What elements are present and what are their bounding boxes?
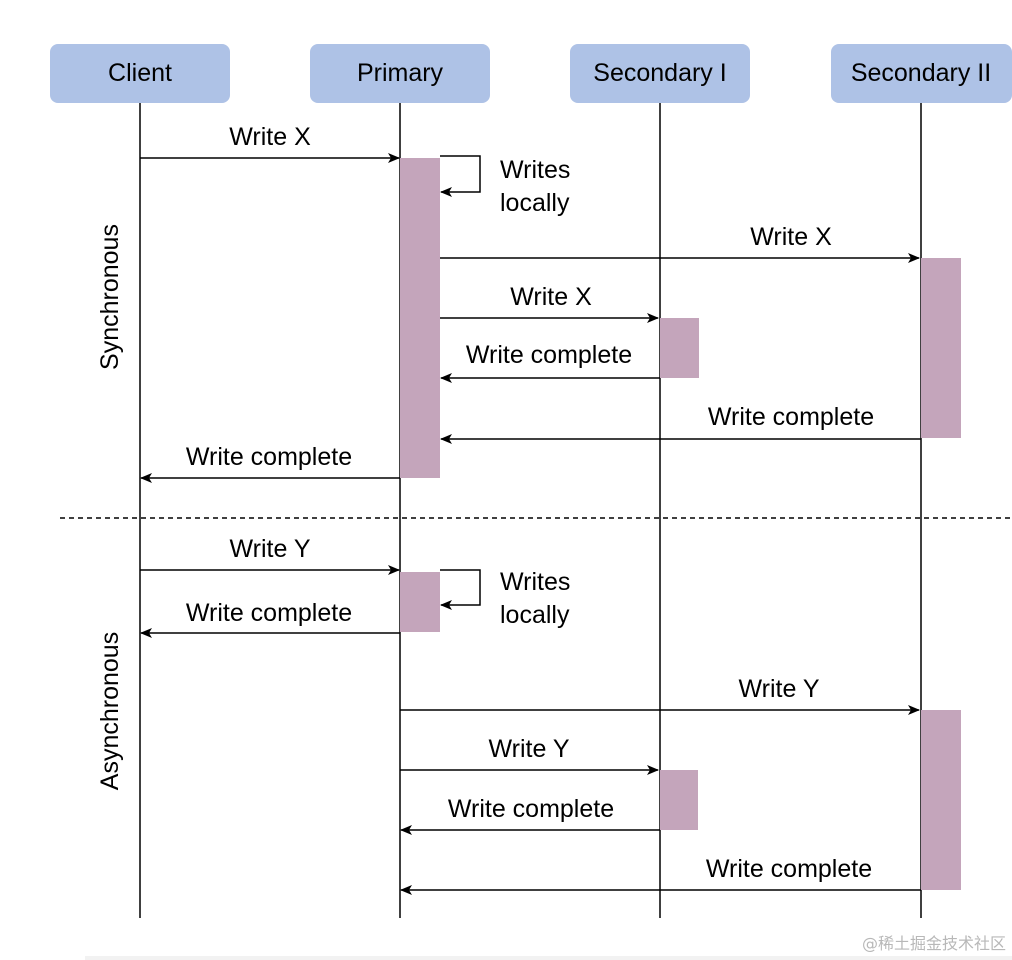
actor-primary: Primary [310,44,490,103]
message-label: Write Y [229,535,310,563]
actor-secondary-2: Secondary II [831,44,1012,103]
activation-secondary2-sync [921,258,961,438]
message-async-client-complete: Write complete [140,599,400,638]
bottom-band [85,956,1012,960]
message-label: Write X [229,123,311,151]
section-label-synchronous: Synchronous [96,224,124,370]
actor-secondary-2-label: Secondary II [851,59,991,87]
activation-primary-sync [400,158,440,478]
message-label: Writes locally [500,568,570,629]
message-label: Writes locally [500,156,570,217]
message-async-secondary1-complete: Write complete [400,795,660,835]
activation-secondary2-async [921,710,961,890]
actor-client-label: Client [108,59,172,87]
message-label: Write X [750,223,832,251]
message-async-secondary2-complete: Write complete [400,855,921,895]
activation-primary-async [400,572,440,632]
actor-secondary-1-label: Secondary I [593,59,726,87]
message-async-to-secondary1: Write Y [400,735,659,775]
message-label: Write Y [738,675,819,703]
message-sync-self-write: Writes locally [440,155,570,217]
actor-client: Client [50,44,230,103]
section-label-asynchronous: Asynchronous [96,632,124,790]
message-label: Write complete [706,855,872,883]
message-label-line: Writes [500,156,570,184]
message-label-line: locally [500,189,570,217]
message-label: Write X [510,283,592,311]
message-sync-client-complete: Write complete [140,443,400,483]
actor-primary-label: Primary [357,59,444,87]
message-async-self-write: Writes locally [440,568,570,629]
message-label-line: Writes [500,568,570,596]
activation-secondary1-async [660,770,698,830]
actor-secondary-1: Secondary I [570,44,750,103]
message-label: Write complete [448,795,614,823]
message-label: Write complete [708,403,874,431]
message-sync-secondary1-complete: Write complete [440,341,660,383]
message-async-client-write: Write Y [140,535,400,575]
message-sync-to-secondary2: Write X [440,223,920,263]
message-label: Write Y [488,735,569,763]
message-sync-client-write: Write X [140,123,400,163]
activation-secondary1-sync [660,318,699,378]
message-label: Write complete [186,599,352,627]
watermark: @稀土掘金技术社区 [861,934,1006,953]
message-async-to-secondary2: Write Y [400,675,920,715]
message-sync-secondary2-complete: Write complete [440,403,921,444]
message-sync-to-secondary1: Write X [440,283,659,323]
message-label: Write complete [466,341,632,369]
message-label: Write complete [186,443,352,471]
message-label-line: locally [500,601,570,629]
